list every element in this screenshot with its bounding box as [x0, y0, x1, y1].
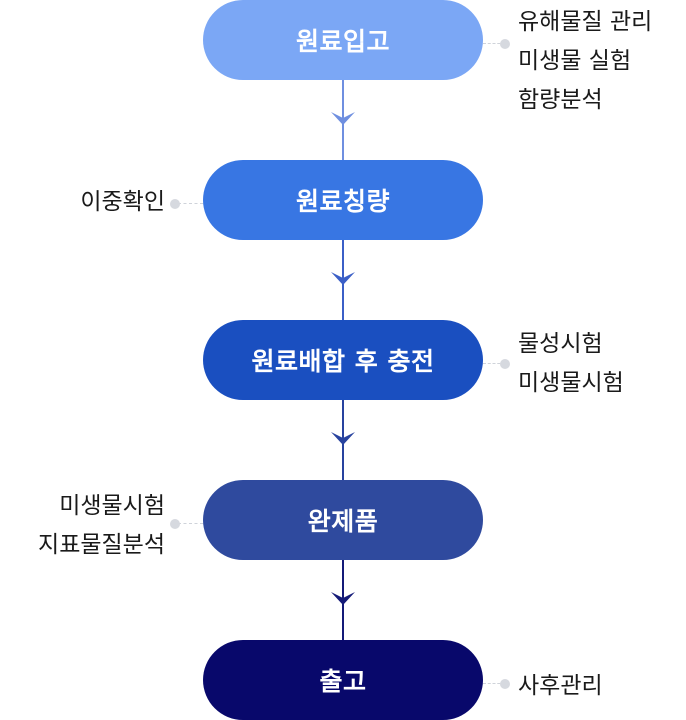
- step-label: 원료배합 후 충전: [251, 347, 435, 376]
- note-line: 미생물 실험: [518, 48, 632, 74]
- note-step3: 물성시험 미생물시험: [518, 325, 624, 403]
- note-connector: [483, 43, 505, 44]
- note-step2: 이중확인: [80, 183, 165, 222]
- note-step5: 사후관리: [518, 667, 603, 706]
- step-label: 출고: [319, 667, 367, 696]
- note-connector: [178, 203, 203, 204]
- arrow-down-icon: [331, 592, 355, 605]
- note-line: 함량분석: [518, 87, 603, 113]
- note-connector: [483, 363, 505, 364]
- note-line: 물성시험: [518, 331, 603, 357]
- note-line: 이중확인: [80, 189, 165, 215]
- step-finished-product: 완제품: [203, 480, 483, 560]
- note-connector: [483, 683, 505, 684]
- note-dot: [500, 39, 510, 49]
- note-step1: 유해물질 관리 미생물 실험 함량분석: [518, 3, 652, 120]
- note-line: 미생물시험: [59, 493, 165, 519]
- note-dot: [500, 359, 510, 369]
- note-dot: [500, 679, 510, 689]
- step-label: 완제품: [307, 507, 379, 536]
- note-line: 미생물시험: [518, 370, 624, 396]
- note-line: 유해물질 관리: [518, 9, 653, 35]
- step-shipping: 출고: [203, 640, 483, 720]
- note-step4: 미생물시험 지표물질분석: [38, 487, 165, 565]
- note-connector: [178, 523, 203, 524]
- arrow-down-icon: [331, 432, 355, 445]
- step-weighing: 원료칭량: [203, 160, 483, 240]
- arrow-down-icon: [331, 272, 355, 285]
- arrow-down-icon: [331, 112, 355, 125]
- note-dot: [170, 199, 180, 209]
- step-mixing-filling: 원료배합 후 충전: [203, 320, 483, 400]
- note-line: 지표물질분석: [38, 532, 165, 558]
- step-label: 원료입고: [295, 27, 390, 56]
- step-receiving: 원료입고: [203, 0, 483, 80]
- note-dot: [170, 519, 180, 529]
- note-line: 사후관리: [518, 673, 603, 699]
- step-label: 원료칭량: [295, 187, 390, 216]
